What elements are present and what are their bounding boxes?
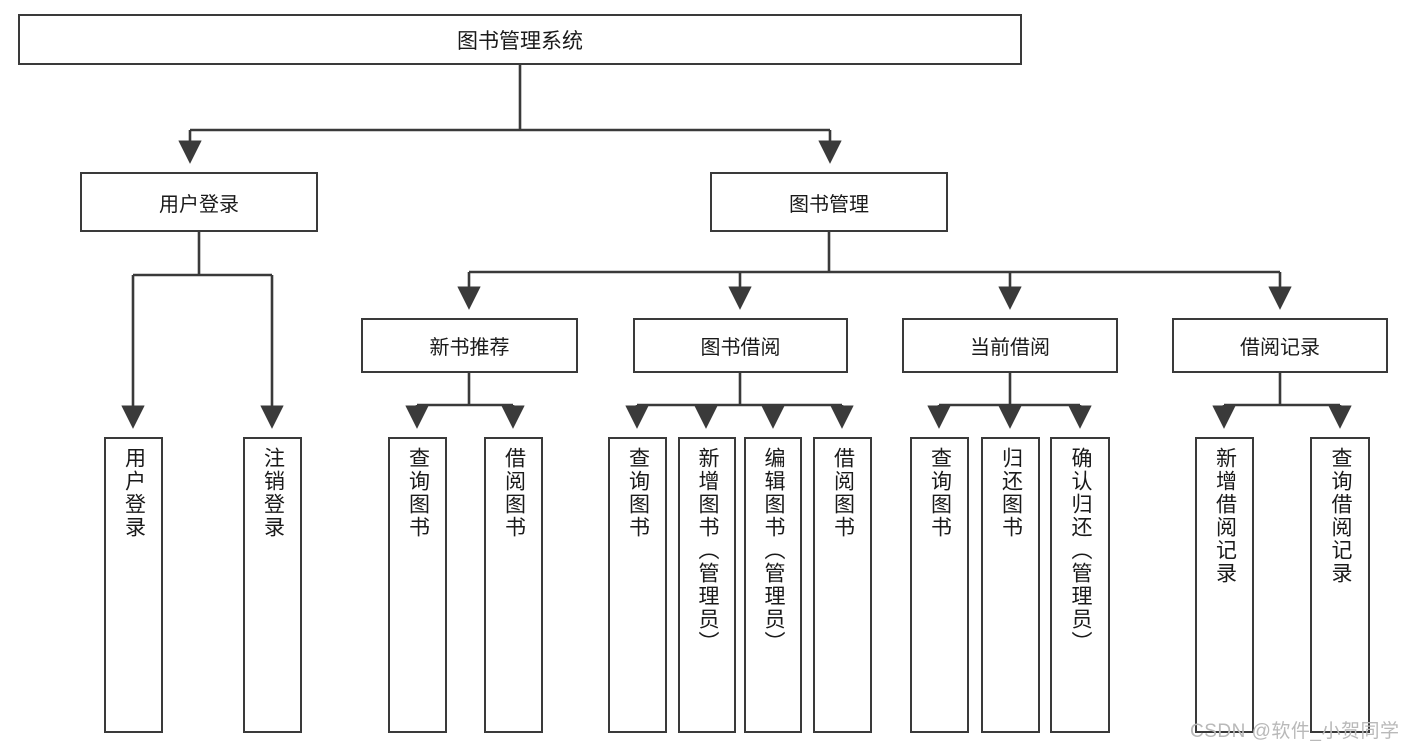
node-label: 查询图书 [928,447,952,539]
node-label: 用户登录 [122,447,146,539]
leaf-borrow-query-book[interactable]: 查询图书 [608,437,667,733]
node-borrow-record[interactable]: 借阅记录 [1172,318,1388,373]
leaf-current-query-book[interactable]: 查询图书 [910,437,969,733]
node-user-login[interactable]: 用户登录 [80,172,318,232]
node-label: 新增图书（管理员） [696,447,720,654]
leaf-record-query-borrow-record[interactable]: 查询借阅记录 [1310,437,1370,733]
node-label: 用户登录 [159,193,239,216]
node-label: 归还图书 [999,447,1023,539]
node-label: 查询图书 [626,447,650,539]
node-label: 查询图书 [406,447,430,539]
leaf-borrow-add-book-admin[interactable]: 新增图书（管理员） [678,437,736,733]
node-label: 确认归还（管理员） [1069,447,1093,654]
node-label: 借阅记录 [1240,337,1320,359]
node-label: 新增借阅记录 [1213,447,1237,585]
leaf-user-login-logout[interactable]: 注销登录 [243,437,302,733]
node-label: 借阅图书 [502,447,526,539]
node-book-borrow[interactable]: 图书借阅 [633,318,848,373]
leaf-user-login-login[interactable]: 用户登录 [104,437,163,733]
node-label: 当前借阅 [970,337,1050,359]
node-root-book-management-system[interactable]: 图书管理系统 [18,14,1022,65]
leaf-new-book-query-book[interactable]: 查询图书 [388,437,447,733]
node-label: 图书管理系统 [457,29,583,53]
node-current-borrow[interactable]: 当前借阅 [902,318,1118,373]
node-label: 编辑图书（管理员） [762,447,786,654]
node-label: 借阅图书 [831,447,855,539]
node-label: 新书推荐 [429,337,510,359]
node-label: 查询借阅记录 [1329,447,1353,585]
node-book-management[interactable]: 图书管理 [710,172,948,232]
node-label: 图书管理 [789,193,869,216]
leaf-current-confirm-return-admin[interactable]: 确认归还（管理员） [1050,437,1110,733]
node-new-book-recommend[interactable]: 新书推荐 [361,318,578,373]
node-label: 图书借阅 [700,337,781,359]
leaf-current-return-book[interactable]: 归还图书 [981,437,1040,733]
leaf-borrow-edit-book-admin[interactable]: 编辑图书（管理员） [744,437,802,733]
leaf-borrow-borrow-book[interactable]: 借阅图书 [813,437,872,733]
csdn-watermark: CSDN @软件_小贺同学 [1190,721,1400,742]
leaf-new-book-borrow-book[interactable]: 借阅图书 [484,437,543,733]
leaf-record-add-borrow-record[interactable]: 新增借阅记录 [1195,437,1254,733]
node-label: 注销登录 [261,447,285,539]
